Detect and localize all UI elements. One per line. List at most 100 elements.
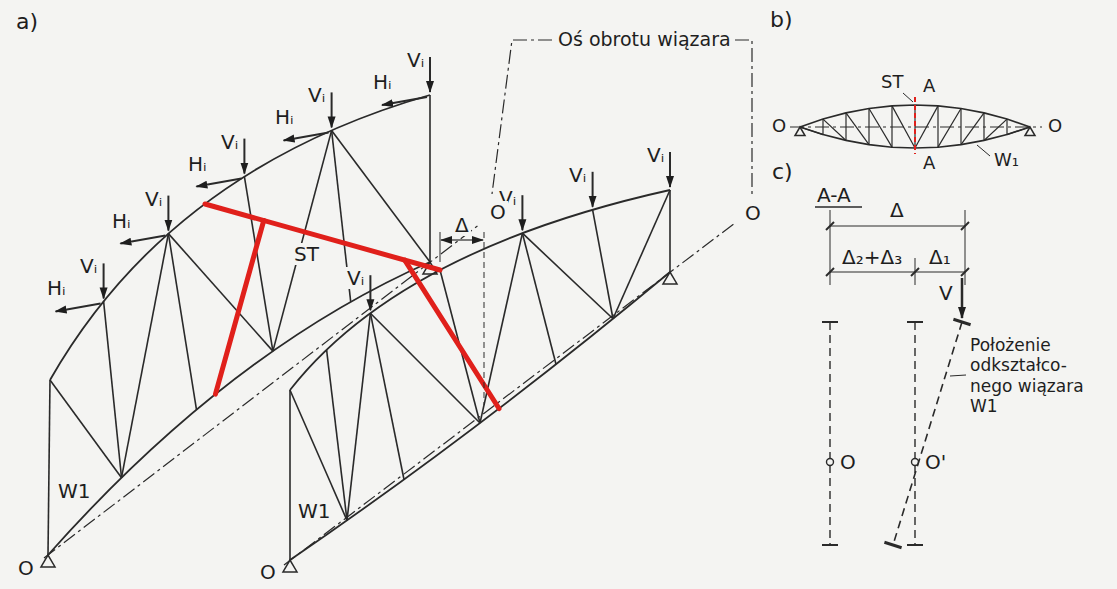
axis-callout: Oś obrotu wiązara — [556, 29, 733, 50]
load-arrow — [429, 57, 431, 92]
chord-cap — [822, 321, 838, 323]
load-arrow — [592, 172, 594, 207]
rotation-axis — [284, 223, 735, 565]
truss-diagonal — [480, 233, 522, 423]
load-arrow — [669, 152, 671, 187]
truss-vertical — [104, 301, 122, 477]
truss-diagonal — [273, 130, 332, 351]
dimension-label: Δ₂+Δ₃ — [840, 246, 904, 268]
load-arrow — [369, 275, 371, 310]
truss-vertical — [593, 210, 613, 319]
leader-line — [735, 40, 752, 197]
truss-diagonal — [892, 106, 915, 148]
force-label: Hᵢ — [371, 71, 394, 93]
dimension-line — [830, 225, 965, 226]
chord-cap — [907, 544, 923, 546]
load-label: Vᵢ — [306, 84, 327, 106]
truss-vertical — [327, 350, 347, 521]
truss-vertical — [1006, 119, 1007, 134]
truss-vertical — [48, 380, 50, 555]
chord-cap — [907, 321, 923, 323]
axis-point-label: O — [743, 202, 763, 224]
dimension-line — [462, 239, 483, 240]
dimension-label: Δ — [453, 214, 471, 236]
support-symbol — [795, 127, 805, 136]
support-symbol — [663, 272, 677, 284]
truss-axis-line — [829, 322, 830, 545]
load-label: Vᵢ — [567, 164, 588, 186]
dimension-tick — [826, 268, 834, 276]
truss-diagonal — [846, 113, 869, 145]
leader-line — [977, 145, 990, 156]
section-line — [914, 97, 916, 154]
section-label: A — [921, 76, 937, 96]
panel-letter: a) — [14, 10, 40, 34]
extension-line — [484, 232, 485, 405]
truss-vertical — [983, 113, 984, 141]
load-label: Vᵢ — [645, 144, 666, 166]
truss-diagonal — [347, 313, 370, 520]
load-label: Vᵢ — [345, 267, 366, 289]
section-label: A — [921, 153, 937, 173]
load-arrow — [56, 303, 101, 311]
truss-diagonal — [50, 380, 122, 478]
dimension-tick — [911, 268, 919, 276]
member-label: ST — [879, 72, 905, 92]
load-label: V — [937, 282, 955, 304]
chord-cap — [822, 544, 838, 546]
axis-point-label: O — [258, 561, 278, 583]
stiffener-member — [215, 221, 263, 395]
truss-diagonal — [984, 119, 1007, 140]
dimension-label: Δ — [888, 199, 906, 221]
deformed-truss-line — [893, 322, 962, 545]
truss-vertical — [429, 95, 431, 262]
load-arrow — [196, 179, 241, 187]
section-label: A-A — [815, 184, 853, 206]
load-arrow — [961, 278, 964, 318]
force-label: Hᵢ — [273, 106, 296, 128]
dimension-line — [441, 239, 462, 240]
axis-point-label: O' — [923, 451, 948, 473]
underline — [815, 206, 862, 207]
panel-letter: b) — [768, 8, 795, 32]
axis-point-label: O — [16, 557, 36, 579]
panel-letter: c) — [770, 160, 795, 184]
load-label: Vᵢ — [405, 49, 426, 71]
chord-cap — [884, 542, 901, 547]
truss-label: W1 — [296, 500, 333, 522]
dimension-line — [830, 271, 965, 272]
force-label: Hᵢ — [45, 277, 68, 299]
leader-line — [950, 375, 966, 376]
top-chord — [290, 190, 670, 390]
truss-vertical — [370, 313, 404, 479]
axis-point-label: O — [770, 116, 788, 136]
truss-diagonal — [370, 313, 480, 423]
rotation-point — [827, 459, 834, 466]
truss-vertical — [669, 190, 671, 272]
truss-diagonal — [915, 106, 938, 148]
force-label: Hᵢ — [110, 210, 133, 232]
load-label: Vᵢ — [143, 188, 164, 210]
leader-line — [903, 93, 913, 102]
truss-vertical — [891, 106, 892, 147]
truss-vertical — [244, 177, 272, 352]
truss-vertical — [522, 233, 556, 364]
leader-line — [492, 40, 552, 194]
truss-label: W1 — [56, 480, 93, 502]
rotation-axis — [790, 126, 1042, 127]
axis-point-label: O — [838, 451, 858, 473]
truss-vertical — [960, 109, 961, 145]
dimension-tick — [961, 222, 969, 230]
support-symbol — [283, 560, 297, 572]
load-arrow — [103, 263, 105, 298]
chord-cap — [953, 319, 970, 324]
stiffener-member — [405, 260, 499, 408]
force-label: Hᵢ — [186, 153, 209, 175]
truss-vertical — [868, 109, 869, 145]
truss-vertical — [289, 390, 291, 560]
truss-diagonal — [961, 113, 984, 145]
truss-vertical — [845, 113, 846, 141]
load-arrow — [120, 236, 165, 244]
truss-diagonal — [938, 109, 961, 148]
load-arrow — [284, 132, 329, 140]
